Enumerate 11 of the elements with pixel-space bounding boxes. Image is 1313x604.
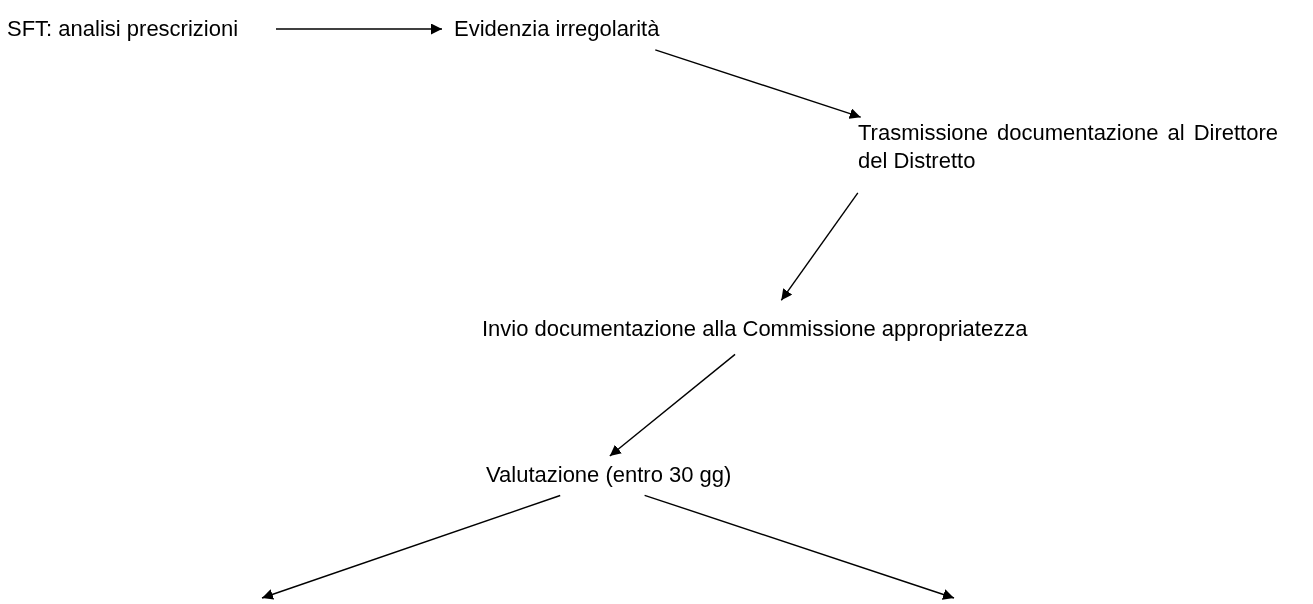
step-text: Valutazione (entro 30 gg) [486,461,732,489]
step-text: SFT: analisi prescrizioni [7,15,239,43]
arrow [609,353,736,457]
step-text: Invio documentazione alla Commissione appropriatezza [482,315,1028,343]
arrow [780,192,859,302]
arrow [643,494,955,600]
step-text: Evidenzia irregolarità [454,15,660,43]
step-text: Trasmissione documentazione al Direttore del Distretto [858,119,1278,175]
arrow [654,49,862,119]
arrow [261,494,561,600]
arrow [275,23,443,35]
